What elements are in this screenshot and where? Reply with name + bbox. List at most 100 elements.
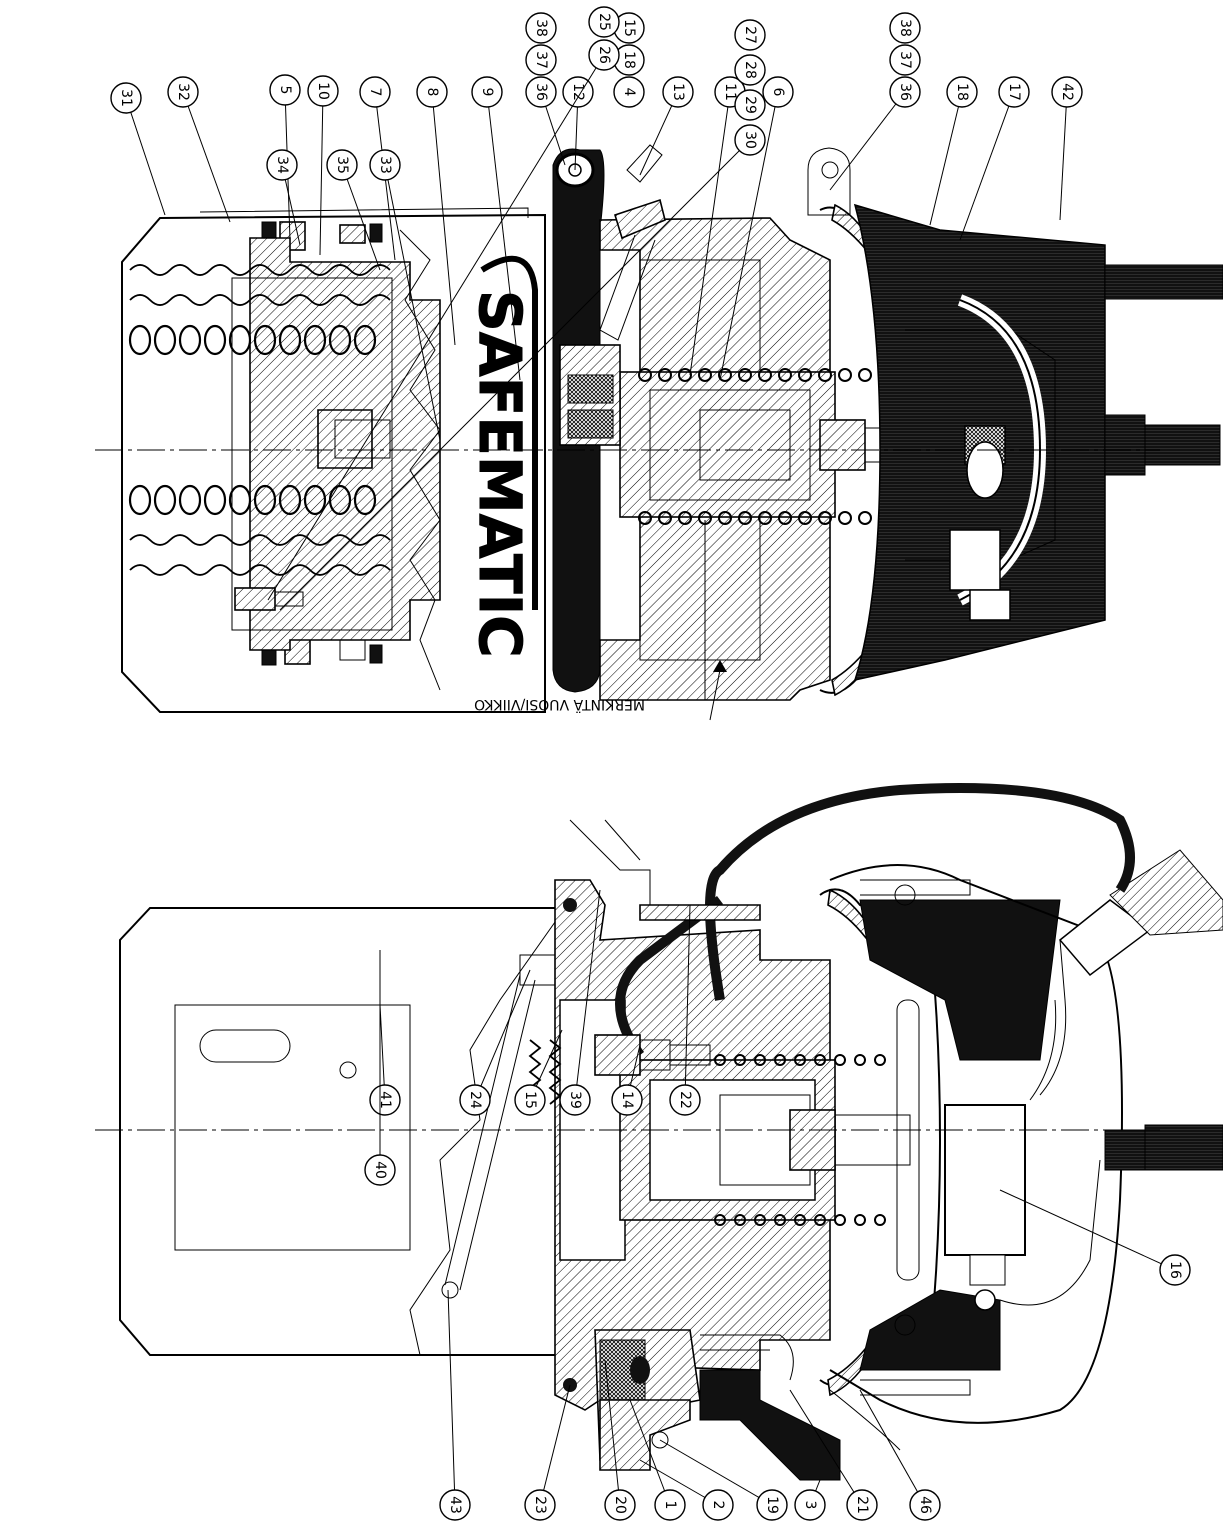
callout-number: 39 — [567, 1091, 583, 1109]
top-callout-17: 17 — [998, 76, 1030, 108]
bottom-callout-23: 23 — [524, 1489, 556, 1521]
spring-housing-outer — [119, 907, 561, 1356]
callout-circle — [359, 76, 391, 108]
top-leader-line — [959, 91, 1015, 241]
callout-number: 28 — [742, 61, 758, 79]
callout-circle — [525, 76, 557, 108]
callout-number: 15 — [621, 19, 637, 37]
top-leader-line — [719, 91, 779, 381]
callout-number: 27 — [742, 26, 758, 44]
top-callout-32: 32 — [167, 76, 199, 108]
callout-number: 20 — [612, 1496, 628, 1514]
top-callout-18: 18 — [946, 76, 978, 108]
return-spring-bottom — [714, 1054, 886, 1226]
top-leader-line — [125, 97, 166, 216]
callout-number: 38 — [533, 19, 549, 37]
callout-circle — [611, 1084, 643, 1116]
top-callout-36: 36 — [889, 76, 921, 108]
callout-number: 43 — [447, 1496, 463, 1514]
top-callout-33: 33 — [369, 149, 401, 181]
top-callout-13: 13 — [662, 76, 694, 108]
callout-circle — [654, 1489, 686, 1521]
callout-number: 41 — [377, 1091, 393, 1109]
callout-number: 23 — [532, 1496, 548, 1514]
callout-number: 42 — [1059, 83, 1075, 101]
bottom-leader-line — [629, 1399, 671, 1506]
callout-circle — [266, 149, 298, 181]
bottom-leader-line — [574, 889, 601, 1101]
bottom-leader-line — [379, 1004, 386, 1101]
bottom-callout-40: 40 — [364, 1154, 396, 1186]
top-callout-7: 7 — [359, 76, 391, 108]
callout-circle — [794, 1489, 826, 1521]
callout-number: 15 — [522, 1091, 538, 1109]
top-callout-5: 5 — [269, 74, 301, 106]
bottom-callout-39: 39 — [559, 1084, 591, 1116]
callout-number: 33 — [377, 156, 393, 174]
top-leader-line — [319, 90, 324, 256]
bottom-leader-line — [604, 1359, 621, 1506]
callout-circle — [946, 76, 978, 108]
bottom-callout-1: 1 — [654, 1489, 686, 1521]
callout-number: 38 — [897, 19, 913, 37]
callout-circle — [604, 1489, 636, 1521]
callout-number: 6 — [770, 88, 786, 97]
callout-number: 14 — [619, 1091, 635, 1109]
bottom-callout-3: 3 — [794, 1489, 826, 1521]
callout-circle — [307, 75, 339, 107]
callout-circle — [439, 1489, 471, 1521]
logo-text: SAFEMATIC — [466, 290, 534, 658]
top-leader-line — [486, 91, 521, 381]
callout-circle — [669, 1084, 701, 1116]
bottom-leader-line — [999, 1189, 1176, 1271]
bottom-callout-43: 43 — [439, 1489, 471, 1521]
bottom-callout-41: 41 — [369, 1084, 401, 1116]
callout-number: 1 — [662, 1501, 678, 1510]
callout-circle — [167, 76, 199, 108]
bottom-callout-19: 19 — [756, 1489, 788, 1521]
return-spring — [638, 368, 892, 525]
top-leader-line — [384, 164, 441, 441]
callout-number: 18 — [954, 83, 970, 101]
spring-housing — [121, 213, 546, 713]
callout-number: 29 — [742, 96, 758, 114]
callout-number: 21 — [854, 1496, 870, 1514]
callout-circle — [909, 1489, 941, 1521]
callout-circle — [326, 149, 358, 181]
callout-circle — [110, 82, 142, 114]
top-leader-line — [829, 91, 906, 191]
top-callout-38: 38 — [525, 12, 557, 44]
callout-circle — [846, 1489, 878, 1521]
callout-circle — [269, 74, 301, 106]
callout-number: 32 — [175, 83, 191, 101]
callout-circle — [471, 76, 503, 108]
guide-band — [339, 224, 366, 244]
top-callout-27: 27 — [734, 19, 766, 51]
bottom-callout-20: 20 — [604, 1489, 636, 1521]
top-callout-36: 36 — [525, 76, 557, 108]
top-callout-12: 12 — [562, 76, 594, 108]
bottom-leader-line — [659, 1439, 773, 1506]
bottom-callout-21: 21 — [846, 1489, 878, 1521]
callout-number: 9 — [479, 88, 495, 97]
bottom-leader-line — [539, 1384, 571, 1506]
callout-number: 4 — [621, 88, 637, 97]
callout-number: 46 — [917, 1496, 933, 1514]
bottom-callout-46: 46 — [909, 1489, 941, 1521]
bottom-callout-2: 2 — [702, 1489, 734, 1521]
callout-number: 40 — [372, 1161, 388, 1179]
top-callout-35: 35 — [326, 149, 358, 181]
top-callout-9: 9 — [471, 76, 503, 108]
top-callout-30: 30 — [734, 124, 766, 156]
top-leader-line — [689, 91, 731, 376]
callout-circle — [369, 1084, 401, 1116]
bottom-leader-line — [447, 1289, 456, 1506]
callout-circle — [459, 1084, 491, 1116]
callout-number: 22 — [677, 1091, 693, 1109]
bottom-callout-22: 22 — [669, 1084, 701, 1116]
top-leader-line — [341, 164, 381, 271]
callout-number: 30 — [742, 131, 758, 149]
callout-circle — [734, 54, 766, 86]
callout-circle — [588, 6, 620, 38]
callout-number: 7 — [367, 88, 383, 97]
